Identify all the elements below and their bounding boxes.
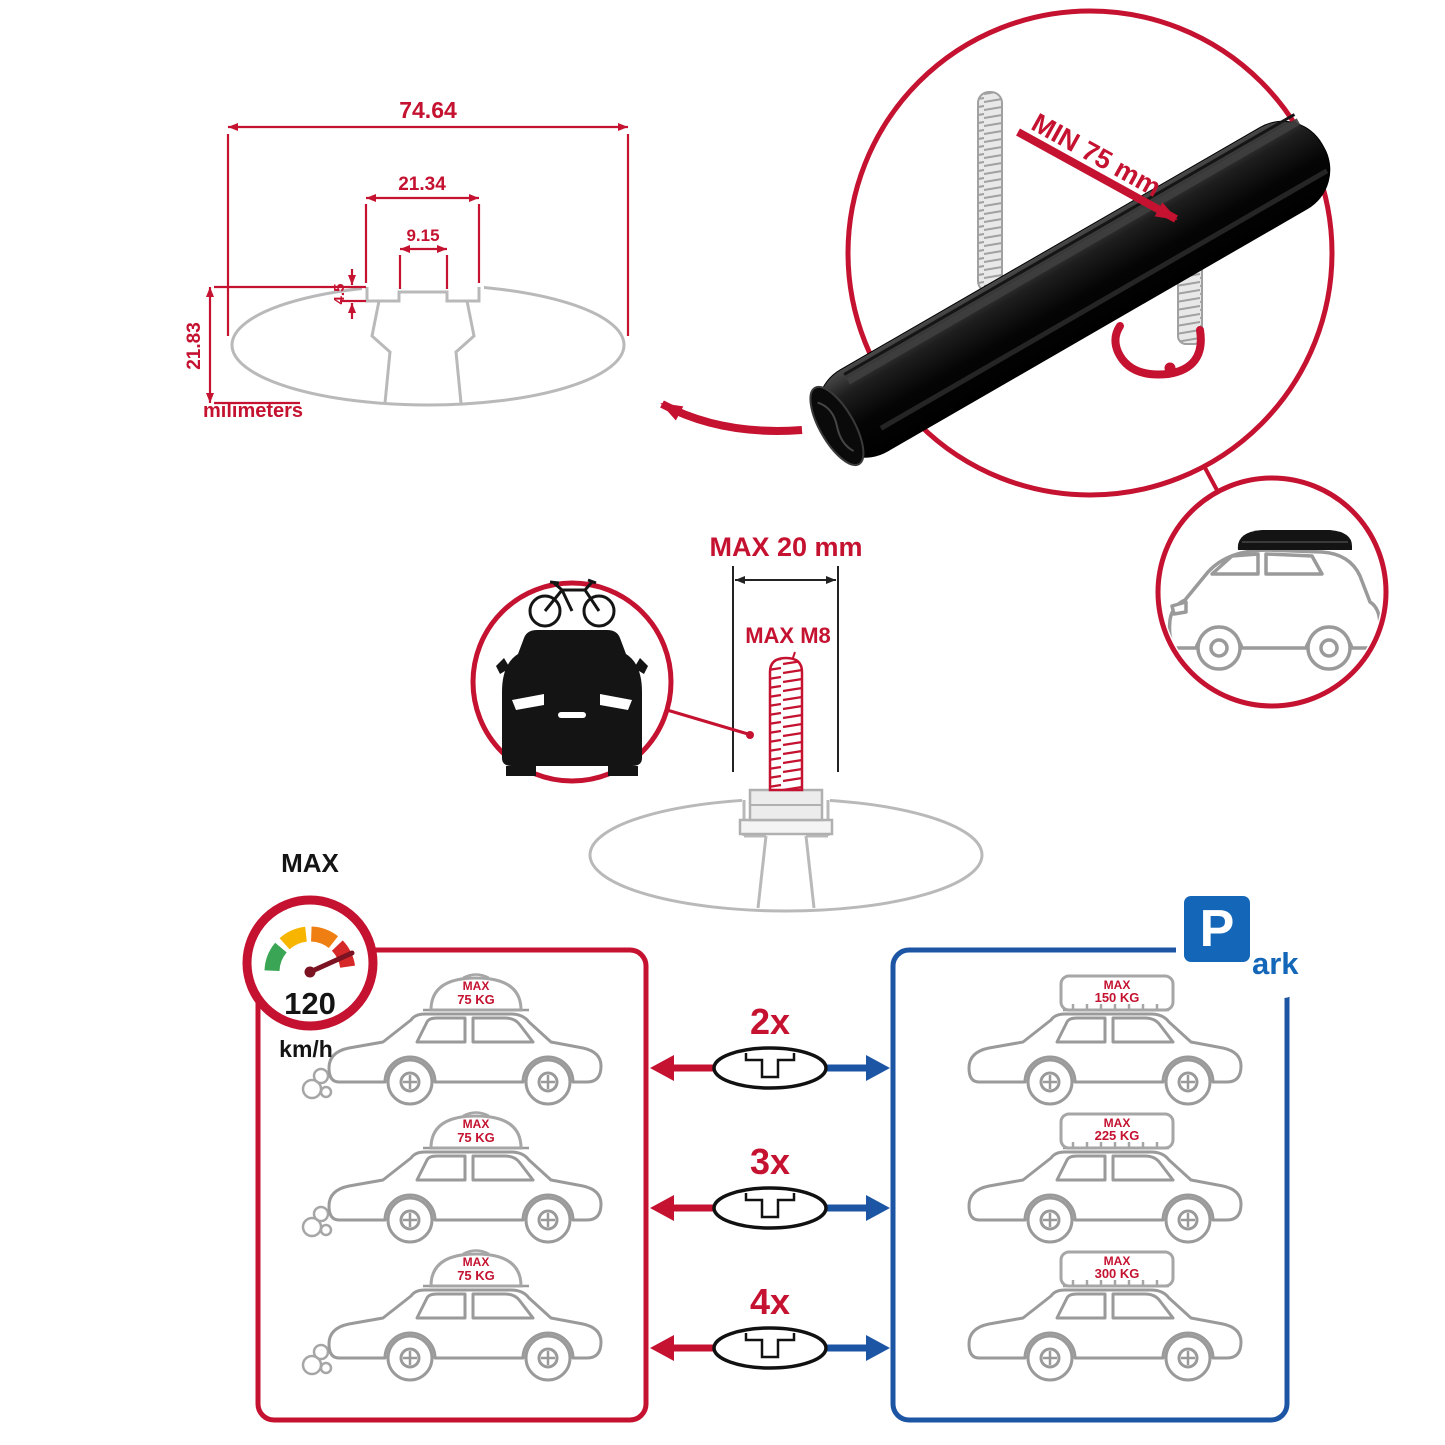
threaded-rod-left (977, 91, 1003, 293)
profile-web-left (370, 300, 392, 404)
bar-count-row-2: 3x (650, 1141, 890, 1230)
bar-count-row-3: 4x (650, 1281, 890, 1370)
bike-frame (543, 578, 601, 612)
crossbar-zoom-detail: MIN 75 mm (809, 8, 1335, 498)
suv-roofbox-detail (1155, 465, 1389, 709)
roof-load-weight: 75 KG (457, 1268, 495, 1283)
speed-value: 120 (284, 986, 336, 1021)
roof-load-weight: 150 KG (1095, 990, 1140, 1005)
suv-headlight (1170, 600, 1188, 616)
crossbar-section-icon (712, 1186, 828, 1230)
gauge-ring (242, 895, 378, 1031)
roof-load-max-label: MAX (463, 979, 490, 993)
bar-count-row-1: 2x (650, 1001, 890, 1090)
speed-max-label: MAX (281, 848, 339, 878)
crossbar-section-icon (712, 1326, 828, 1370)
min-grip-arrow (1016, 128, 1178, 223)
driving-car-row-1: MAX 75 KG (301, 973, 603, 1106)
roof-load-weight: 225 KG (1095, 1128, 1140, 1143)
profile-channel-bolt (742, 800, 830, 909)
parking-letter: P (1200, 900, 1235, 958)
roof-load-weight: 75 KG (457, 1130, 495, 1145)
profile-dimension-drawing: 74.64 21.34 9.15 4.5 21.83 milimeters (184, 97, 803, 435)
bike-wheel (528, 594, 562, 628)
bolt-shank (768, 656, 804, 792)
gauge-needle-pivot (304, 966, 316, 978)
car-circle-connector (666, 708, 749, 736)
zoom-pointer-arrow (660, 400, 803, 435)
bar-count-label: 3x (750, 1141, 790, 1182)
parked-car-row-3: MAX 300 KG (967, 1250, 1243, 1382)
bolt-plate (738, 818, 834, 836)
crossbar-3d (809, 113, 1331, 467)
clamp-hook-dot (1164, 362, 1176, 374)
suv-drawing (1167, 530, 1382, 671)
car-grille (558, 712, 586, 718)
crossbar-section-icon (712, 1046, 828, 1090)
roof-load-max-label: MAX (463, 1117, 490, 1131)
min-grip-label: MIN 75 mm (1027, 107, 1166, 202)
roof-box (1237, 530, 1352, 550)
bike-wheel (582, 594, 616, 628)
dim-channel-inner-label: 9.15 (406, 226, 439, 245)
zoom-circle (845, 8, 1335, 498)
roof-load-max-label: MAX (1104, 978, 1131, 992)
car-mirror (496, 658, 510, 674)
driving-car-row-2: MAX 75 KG (301, 1111, 603, 1244)
arrow-left-head (650, 1055, 674, 1081)
car-front-with-bike (496, 578, 648, 776)
arrow-right-head (866, 1055, 890, 1081)
car-wheel (506, 766, 536, 776)
car-headlight (512, 694, 544, 710)
dim-channel-outer-label: 21.34 (398, 174, 446, 195)
roof-load-max-label: MAX (1104, 1116, 1131, 1130)
arrow-right-head (866, 1335, 890, 1361)
bar-count-label: 4x (750, 1281, 790, 1322)
dim-total-height-label: 21.83 (184, 322, 205, 370)
car-mirror (634, 658, 648, 674)
circle-connector (1202, 465, 1220, 493)
bolt-max-length-label: MAX 20 mm (709, 532, 862, 562)
units-label: milimeters (203, 400, 303, 422)
roof-load-max-label: MAX (463, 1255, 490, 1269)
car-front-body (502, 630, 642, 766)
profile-channel-lips (365, 287, 481, 303)
driving-car-row-3: MAX 75 KG (301, 1249, 603, 1382)
roof-load-weight: 75 KG (457, 992, 495, 1007)
speed-limit-gauge: MAX 120 km/h (242, 848, 378, 1062)
gauge-orange-arc (310, 926, 339, 949)
crossbar-profile-ellipse (230, 283, 626, 407)
bolt-diagram: MAX 20 mm MAX M8 (470, 532, 984, 913)
parked-car-row-1: MAX 150 KG (967, 974, 1243, 1106)
roof-load-max-label: MAX (1104, 1254, 1131, 1268)
parking-sign-square (1184, 896, 1250, 962)
car-headlight (600, 694, 632, 710)
gauge-green-arc (264, 942, 287, 972)
arrow-left-head (650, 1195, 674, 1221)
profile-web-right (454, 300, 476, 404)
car-wheel (608, 766, 638, 776)
parked-car-row-2: MAX 225 KG (967, 1112, 1243, 1244)
bolt-max-thread-label: MAX M8 (745, 623, 831, 648)
dim-lip-depth-label: 4.5 (331, 284, 348, 305)
roof-load-weight: 300 KG (1095, 1266, 1140, 1281)
arrow-right-head (866, 1195, 890, 1221)
dim-total-width-label: 74.64 (399, 97, 457, 123)
parking-suffix: ark (1252, 946, 1299, 981)
speed-units: km/h (279, 1036, 333, 1062)
parking-sign: P ark (1176, 888, 1299, 998)
gauge-needle (307, 950, 355, 975)
profile-channel-mask (362, 279, 484, 292)
arrow-left-head (650, 1335, 674, 1361)
bar-count-label: 2x (750, 1001, 790, 1042)
gauge-yellow-arc (279, 926, 308, 950)
clamp-hook (1111, 322, 1205, 379)
